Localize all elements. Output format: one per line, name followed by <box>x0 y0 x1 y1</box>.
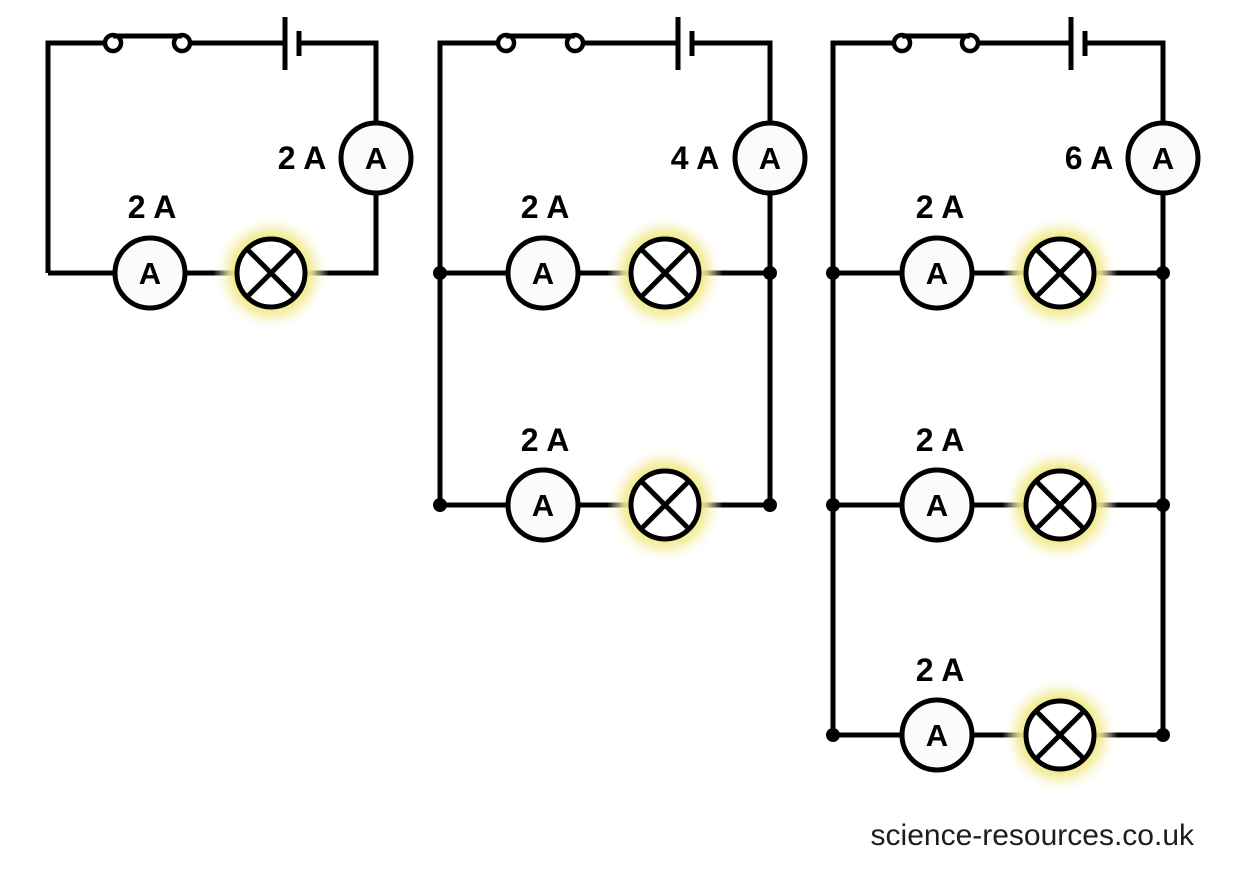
ammeter-symbol: A <box>926 488 948 523</box>
ammeter-body <box>338 120 414 196</box>
ammeter-symbol: A <box>926 718 948 753</box>
circuit-series-single-lamp: A 2 A A 2 A <box>45 17 414 331</box>
circuit-parallel-two-lamps: A 4 A A 2 A A 2 A <box>433 17 808 563</box>
closed-switch-icon <box>102 32 193 54</box>
main-ammeter-reading: 6 A <box>1065 140 1114 176</box>
junction-dot <box>1156 728 1170 742</box>
ammeter-symbol: A <box>759 141 781 176</box>
branch-ammeter-reading: 2 A <box>916 652 965 688</box>
branch-ammeter: A <box>899 235 975 311</box>
junction-dots <box>826 266 1170 742</box>
branch-ammeter: A <box>899 467 975 543</box>
ammeter-body <box>505 467 581 543</box>
junction-dot <box>826 728 840 742</box>
main-ammeter-reading: 2 A <box>278 140 327 176</box>
lamp-cross <box>639 247 691 299</box>
junction-dot <box>433 266 447 280</box>
watermark-text: science-resources.co.uk <box>871 819 1195 852</box>
battery-icon <box>675 17 695 70</box>
ammeter-body <box>1125 120 1201 196</box>
branch-ammeter-reading: 2 A <box>916 422 965 458</box>
ammeter-body <box>899 235 975 311</box>
ammeter-body <box>732 120 808 196</box>
ammeter-body <box>899 467 975 543</box>
lamp-icon <box>1002 677 1118 793</box>
circuit-parallel-three-lamps: A 6 A A 2 A A 2 A A 2 A <box>826 17 1201 793</box>
ammeter-symbol: A <box>1152 141 1174 176</box>
ammeter-body <box>112 235 188 311</box>
branch-ammeter-reading: 2 A <box>521 422 570 458</box>
ammeter-symbol: A <box>532 256 554 291</box>
ammeter-body <box>505 235 581 311</box>
lamp-cross <box>245 247 297 299</box>
junction-dot <box>826 266 840 280</box>
battery-icon <box>282 17 302 70</box>
wires <box>45 40 379 276</box>
junction-dot <box>1156 266 1170 280</box>
ammeter-symbol: A <box>926 256 948 291</box>
lamp-icon <box>607 447 723 563</box>
junction-dot <box>433 498 447 512</box>
lamp-icon <box>607 215 723 331</box>
junction-dot <box>763 498 777 512</box>
lamp-icon <box>1002 447 1118 563</box>
ammeter-symbol: A <box>532 488 554 523</box>
junction-dot <box>1156 498 1170 512</box>
closed-switch-icon <box>495 32 586 54</box>
main-ammeter: A <box>1125 120 1201 196</box>
main-ammeter: A <box>732 120 808 196</box>
ammeter-symbol: A <box>365 141 387 176</box>
battery-icon <box>1068 17 1088 70</box>
lamp-cross <box>1034 247 1086 299</box>
junction-dots <box>433 266 777 512</box>
main-ammeter-reading: 4 A <box>671 140 720 176</box>
closed-switch-icon <box>891 32 981 54</box>
lamp-icon <box>213 215 329 331</box>
wires <box>437 40 773 508</box>
junction-dot <box>826 498 840 512</box>
junction-dot <box>763 266 777 280</box>
lamp-cross <box>639 479 691 531</box>
lamp-cross <box>1034 479 1086 531</box>
branch-ammeter-reading: 2 A <box>128 189 177 225</box>
wires <box>830 40 1166 738</box>
ammeter-body <box>899 697 975 773</box>
lamp-icon <box>1002 215 1118 331</box>
main-ammeter: A <box>338 120 414 196</box>
lamp-cross <box>1034 709 1086 761</box>
branch-ammeter-reading: 2 A <box>916 189 965 225</box>
branch-ammeter: A <box>505 235 581 311</box>
ammeter-symbol: A <box>139 256 161 291</box>
branch-ammeter: A <box>505 467 581 543</box>
branch-ammeter: A <box>899 697 975 773</box>
branch-ammeter: A <box>112 235 188 311</box>
branch-ammeter-reading: 2 A <box>521 189 570 225</box>
